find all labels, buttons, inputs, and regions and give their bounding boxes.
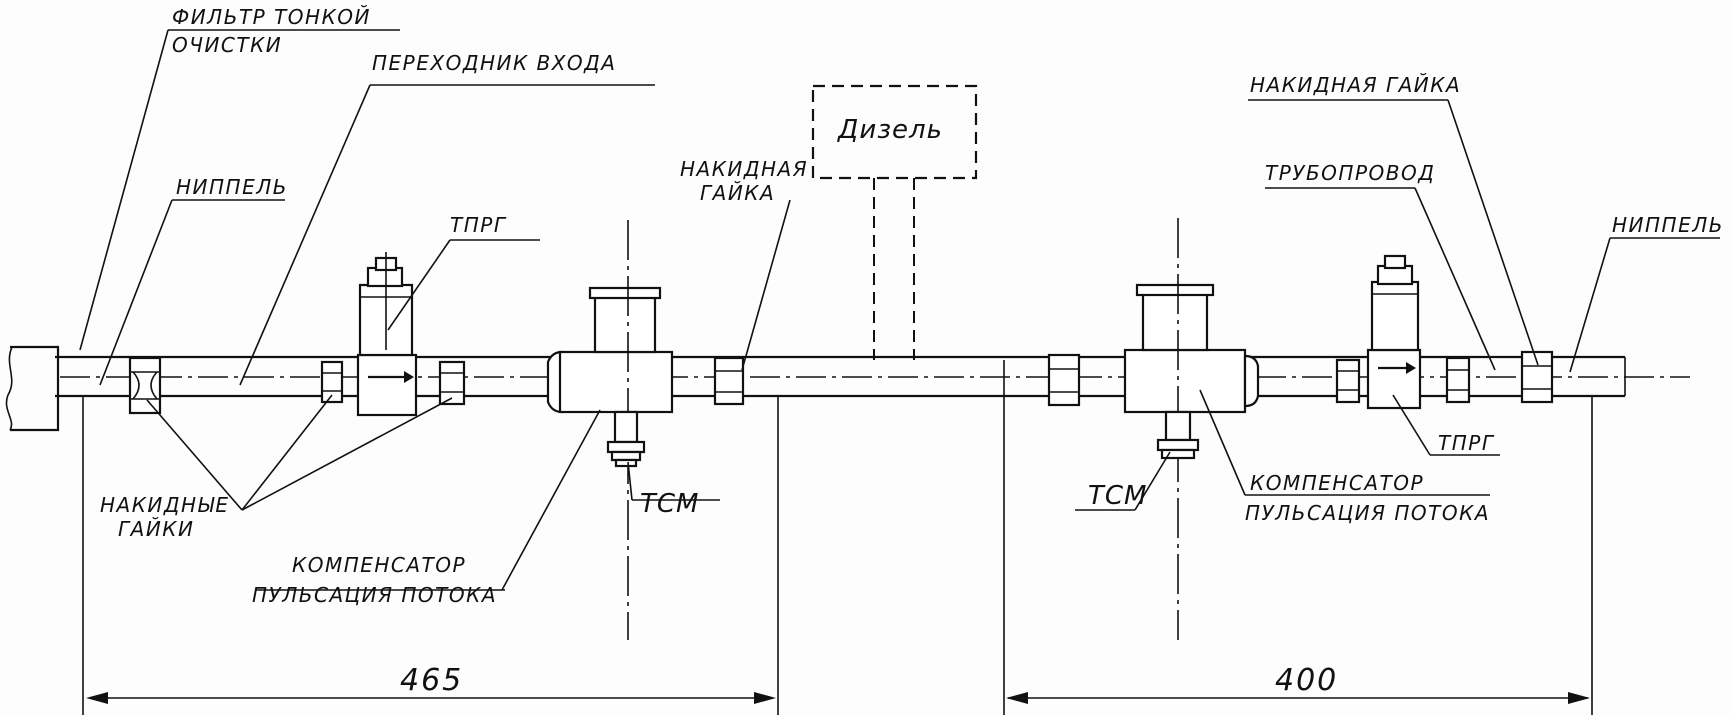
diesel-label: Дизель	[837, 115, 943, 145]
union-nut-left-1	[128, 356, 162, 415]
union-nuts-left-label-2: ГАЙКИ	[118, 517, 194, 541]
nipple-right-label: НИППЕЛЬ	[1612, 213, 1724, 237]
pulsation-compensator-left	[546, 220, 674, 640]
dimension-right: 400	[1003, 360, 1593, 715]
union-nut-top-left-label-2: ГАЙКА	[700, 181, 775, 205]
union-nuts-left-label-1: НАКИДНЫЕ	[100, 493, 230, 517]
filter-label-line2: ОЧИСТКИ	[172, 33, 282, 57]
tprg-sensor-right	[1366, 254, 1422, 410]
union-nut-right-3	[1445, 356, 1471, 404]
union-nut-right-2	[1335, 358, 1361, 404]
dimension-left: 465	[82, 396, 779, 715]
union-nut-left-2	[320, 360, 344, 404]
union-nut-top-right-label: НАКИДНАЯ ГАЙКА	[1250, 73, 1461, 97]
compensator-left-label-1: КОМПЕНСАТОР	[292, 553, 466, 577]
diesel-block: Дизель	[811, 84, 978, 360]
tsm-right-label: ТСМ	[1088, 481, 1147, 511]
fine-filter	[5, 345, 60, 432]
dim-465-label: 465	[400, 663, 463, 698]
compensator-right-label-1: КОМПЕНСАТОР	[1250, 471, 1424, 495]
tprg-right-label: ТПРГ	[1438, 431, 1495, 455]
dim-400-label: 400	[1275, 663, 1338, 698]
leader-lines	[79, 29, 1720, 591]
main-pipe	[55, 355, 1690, 398]
tprg-sensor-left	[356, 252, 418, 417]
union-nut-left-4	[713, 356, 745, 406]
nipple-left-label: НИППЕЛЬ	[176, 175, 288, 199]
union-nut-right-1	[1047, 353, 1081, 407]
compensator-left-label-2: ПУЛЬСАЦИЯ ПОТОКА	[252, 583, 497, 607]
union-nut-left-3	[438, 360, 466, 406]
compensator-right-label-2: ПУЛЬСАЦИЯ ПОТОКА	[1245, 501, 1490, 525]
pipeline-label: ТРУБОПРОВОД	[1265, 161, 1435, 185]
union-nut-top-left-label-1: НАКИДНАЯ	[680, 157, 808, 181]
tprg-left-label: ТПРГ	[450, 213, 507, 237]
inlet-adapter-label: ПЕРЕХОДНИК ВХОДА	[372, 51, 616, 75]
filter-label-line1: ФИЛЬТР ТОНКОЙ	[172, 5, 371, 29]
union-nut-right-4	[1520, 350, 1554, 404]
tsm-left-label: ТСМ	[640, 489, 699, 519]
pulsation-compensator-right	[1123, 218, 1260, 640]
